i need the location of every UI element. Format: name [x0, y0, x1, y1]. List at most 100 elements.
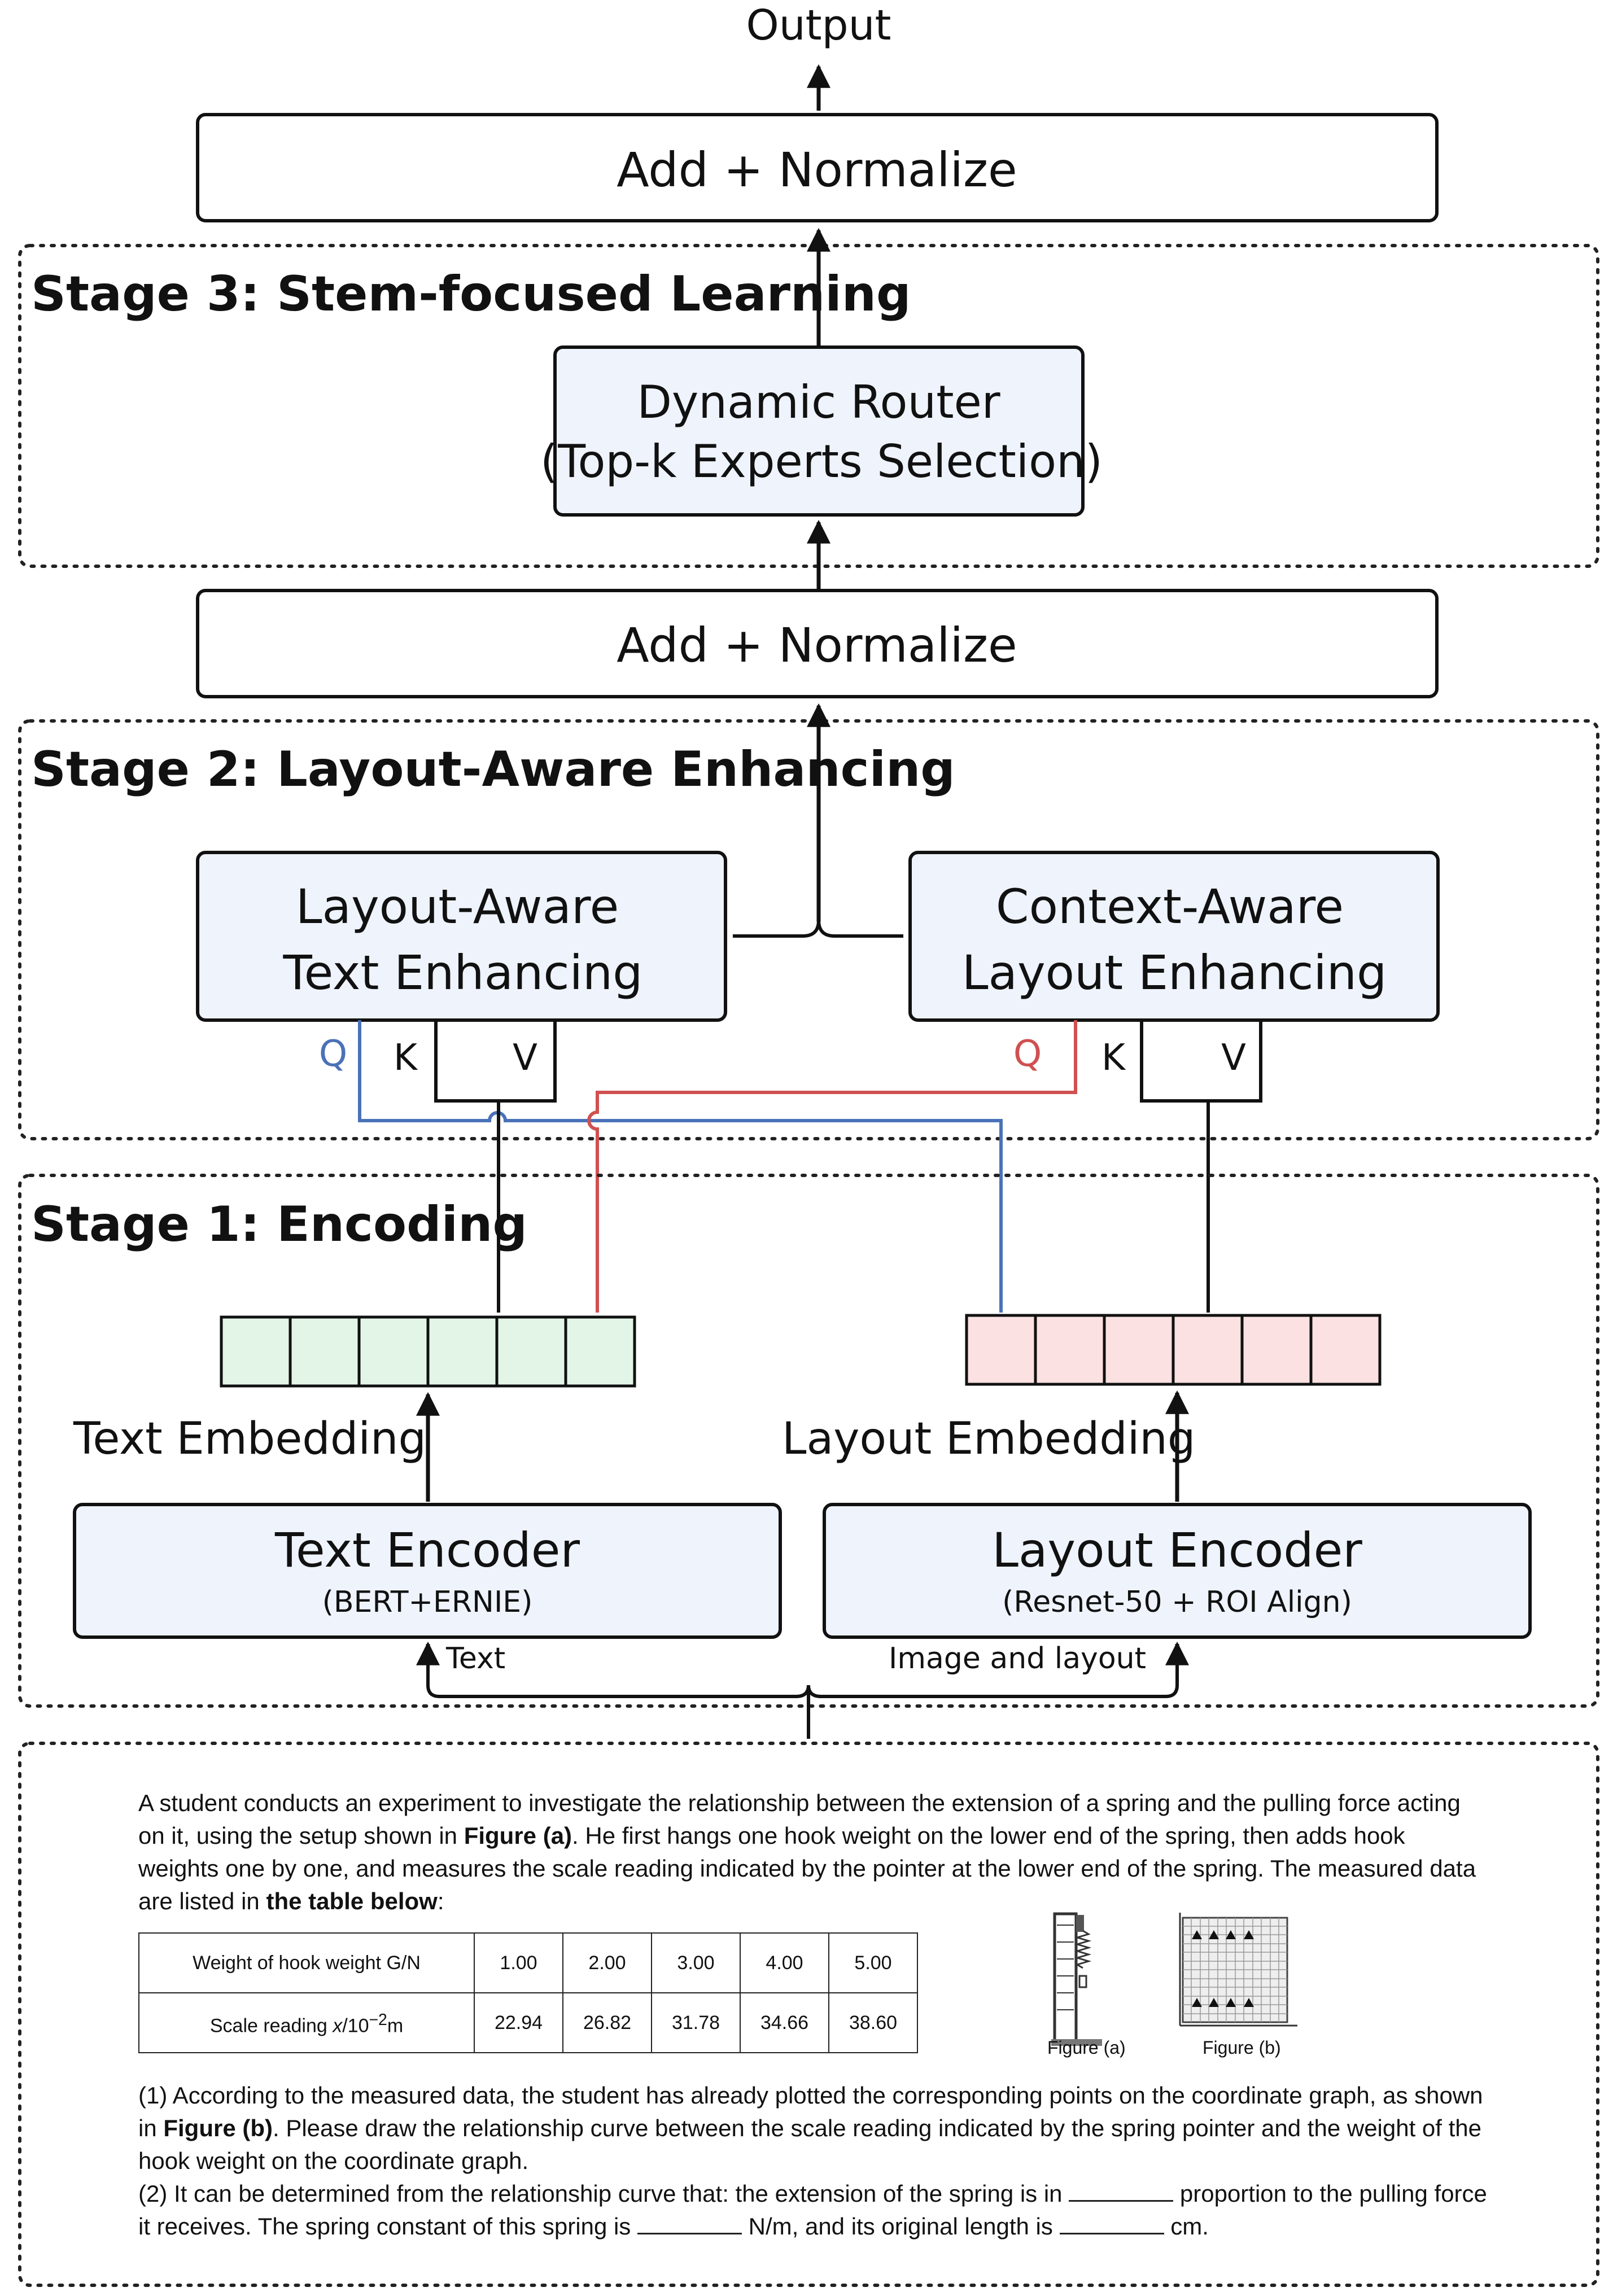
reading-header-unit-m: m: [387, 2015, 404, 2037]
q2-text-b: proportion to the pulling force it recei…: [138, 2180, 1487, 2240]
input-split-connector: [426, 1647, 1179, 1698]
text-embedding-cell-4: [426, 1315, 499, 1388]
blue-query-line: [358, 1020, 1003, 1313]
text-encoder-box: [73, 1503, 782, 1639]
layout-encoder-label: Layout Encoder: [992, 1523, 1362, 1578]
figure-b-graph: [1179, 1913, 1297, 2027]
layout-embedding-label: Layout Embedding: [782, 1414, 1195, 1464]
figure-b-point: [1209, 1930, 1219, 1939]
layout-aware-text-label-2: Text Enhancing: [283, 945, 643, 1000]
layout-aware-text-label-1: Layout-Aware: [296, 879, 619, 934]
text-embedding-label: Text Embedding: [73, 1414, 426, 1464]
text-embedding-cell-6: [564, 1315, 636, 1388]
image-input-label: Image and layout: [889, 1642, 1146, 1676]
reading-cell: 22.94: [474, 1992, 563, 2053]
layout-embedding-cells: [965, 1314, 1382, 1386]
text-encoder-label: Text Encoder: [274, 1523, 580, 1578]
figure-b-point: [1244, 1930, 1254, 1939]
layout-embedding-cell-1: [965, 1314, 1037, 1386]
stage1-title: Stage 1: Encoding: [31, 1196, 527, 1253]
figure-b-point: [1192, 1998, 1202, 2007]
output-label: Output: [746, 1, 891, 50]
add-normalize-mid-box: [196, 589, 1439, 698]
intro-figure-a-ref: Figure (a): [464, 1822, 572, 1849]
reading-header-exp: −2: [369, 2010, 387, 2029]
figure-b-points: [1192, 1930, 1254, 2007]
text-encoder-sub-label: (BERT+ERNIE): [322, 1585, 533, 1619]
q1-text-a: (1) According to the measured data, the …: [138, 2082, 1483, 2141]
reading-header-unit: /10: [342, 2015, 369, 2037]
reading-header-var: x: [333, 2015, 343, 2037]
text-embedding-cells: [220, 1315, 636, 1388]
text-embedding-cell-3: [357, 1315, 430, 1388]
figure-a-apparatus: [1051, 1912, 1102, 2046]
layout-embedding-cell-6: [1309, 1314, 1382, 1386]
intro-text-3: :: [437, 1888, 444, 1914]
figure-b-point: [1226, 1930, 1236, 1939]
layout-encoder-box: [823, 1503, 1532, 1639]
left-k-label: K: [394, 1037, 418, 1079]
layout-embedding-cell-4: [1171, 1314, 1244, 1386]
dynamic-router-label-1: Dynamic Router: [637, 376, 1000, 428]
left-q-label: Q: [319, 1033, 347, 1075]
text-embedding-cell-1: [220, 1315, 292, 1388]
weight-row-header: Weight of hook weight G/N: [138, 1932, 475, 1993]
weight-cell: 4.00: [740, 1932, 829, 1993]
left-kv-bracket: [434, 1020, 557, 1103]
weight-cell: 2.00: [562, 1932, 652, 1993]
context-aware-layout-box: [908, 851, 1440, 1022]
right-q-label: Q: [1013, 1033, 1042, 1075]
layout-aware-text-box: [196, 851, 727, 1022]
q2-text-d: cm.: [1164, 2213, 1209, 2240]
stage2-title: Stage 2: Layout-Aware Enhancing: [31, 741, 955, 798]
add-normalize-top-label: Add + Normalize: [617, 142, 1017, 198]
reading-cell: 26.82: [562, 1992, 652, 2053]
reading-cell: 34.66: [740, 1992, 829, 2053]
weight-cell: 1.00: [474, 1932, 563, 1993]
text-embedding-cell-5: [495, 1315, 567, 1388]
stage2-frame: [18, 719, 1599, 1140]
red-query-line: [587, 1020, 1077, 1313]
problem-text: A student conducts an experiment to inve…: [138, 1787, 1490, 2240]
problem-intro: A student conducts an experiment to inve…: [138, 1787, 1490, 1922]
intro-text-2: . He first hangs one hook weight on the …: [138, 1822, 1476, 1914]
figure-b-point: [1192, 1930, 1202, 1939]
intro-text-1: A student conducts an experiment to inve…: [138, 1790, 1461, 1849]
answer-blank-original-length[interactable]: [1059, 2211, 1164, 2234]
intro-table-ref: the table below: [266, 1888, 438, 1914]
q1-figure-b-ref: Figure (b): [163, 2115, 273, 2141]
question-1: (1) According to the measured data, the …: [138, 2079, 1490, 2177]
reading-cell: 31.78: [651, 1992, 741, 2053]
add-normalize-mid-label: Add + Normalize: [617, 618, 1017, 673]
context-aware-layout-label-1: Context-Aware: [996, 879, 1344, 934]
add-normalize-top-box: [196, 113, 1439, 222]
figure-b-point: [1244, 1998, 1254, 2007]
layout-embedding-cell-5: [1240, 1314, 1313, 1386]
table-row: Weight of hook weight G/N 1.00 2.00 3.00…: [138, 1932, 918, 1993]
measurement-table: Weight of hook weight G/N 1.00 2.00 3.00…: [138, 1932, 918, 2053]
reading-row-header: Scale reading x/10−2m: [138, 1992, 475, 2053]
table-row: Scale reading x/10−2m 22.94 26.82 31.78 …: [138, 1992, 918, 2053]
figure-b-point: [1209, 1998, 1219, 2007]
q1-text-b: . Please draw the relationship curve bet…: [138, 2115, 1482, 2174]
input-document-frame: [18, 1742, 1599, 2287]
stage3-title: Stage 3: Stem-focused Learning: [31, 266, 911, 322]
weight-cell: 3.00: [651, 1932, 741, 1993]
figure-b-point: [1226, 1998, 1236, 2007]
answer-blank-spring-constant[interactable]: [637, 2211, 742, 2234]
figure-a-caption: Figure (a): [1047, 2037, 1126, 2058]
reading-cell: 38.60: [828, 1992, 918, 2053]
layout-encoder-sub-label: (Resnet-50 + ROI Align): [1002, 1585, 1352, 1619]
weight-cell: 5.00: [828, 1932, 918, 1993]
context-aware-layout-label-2: Layout Enhancing: [962, 945, 1387, 1000]
question-2: (2) It can be determined from the relati…: [138, 2177, 1490, 2243]
problem-questions: (1) According to the measured data, the …: [138, 2079, 1490, 2243]
stage3-frame: [18, 244, 1599, 568]
right-kv-bracket: [1140, 1020, 1262, 1103]
left-v-label: V: [513, 1037, 537, 1079]
text-input-label: Text: [445, 1642, 505, 1676]
layout-embedding-cell-2: [1034, 1314, 1106, 1386]
answer-blank-proportion[interactable]: [1069, 2179, 1174, 2202]
